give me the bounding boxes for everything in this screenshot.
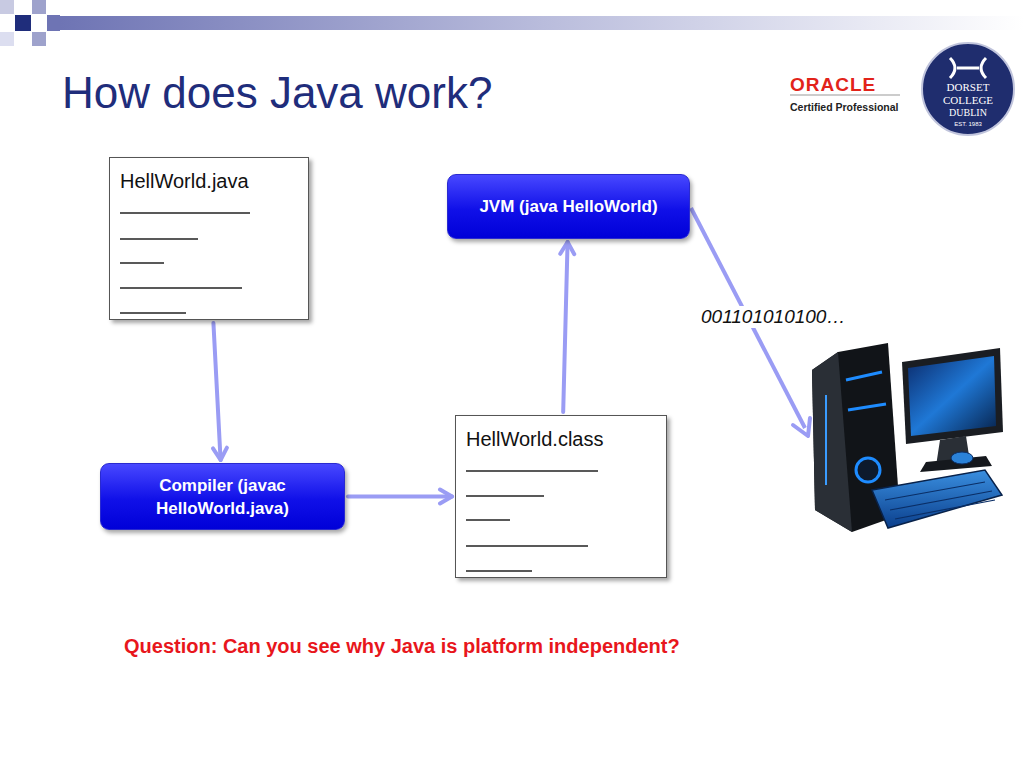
decor-shape: [950, 58, 986, 78]
decor-shape: [0, 32, 14, 46]
process-box: Compiler (javac HelloWorld.java): [100, 463, 345, 530]
decor-shape: [15, 15, 31, 31]
code-line: [120, 238, 198, 239]
college-name: COLLEGE: [928, 94, 1008, 106]
oracle-logo: ORACLE: [790, 74, 876, 96]
decor-shape: [856, 458, 880, 482]
code-line: [466, 545, 588, 546]
code-line: [466, 470, 598, 471]
file-name: HellWorld.class: [456, 416, 666, 451]
decor-shape: [902, 348, 1003, 444]
code-line: [466, 495, 544, 496]
code-line: [120, 287, 242, 288]
decor-shape: [922, 43, 1014, 135]
flow-arrow: [348, 495, 452, 499]
decor-shape: [872, 470, 1002, 528]
college-name: DORSET: [928, 81, 1008, 93]
process-box: JVM (java HelloWorld): [447, 174, 690, 239]
college-founded: EST. 1983: [928, 121, 1008, 127]
decor-shape: [32, 0, 46, 14]
step-label: Compiler (javac HelloWorld.java): [101, 468, 344, 526]
decor-shape: [47, 15, 60, 31]
decor-shape: [885, 482, 995, 519]
certification-text: Certified Professional: [790, 101, 899, 113]
code-line: [120, 262, 164, 263]
decor-shape: [793, 418, 810, 436]
slide-title: How does Java work?: [62, 68, 492, 118]
decor-shape: [32, 32, 46, 46]
college-city: DUBLIN: [928, 107, 1008, 118]
decor-shape: [825, 395, 827, 485]
code-line: [120, 212, 250, 213]
code-line: [466, 570, 532, 571]
step-label: JVM (java HelloWorld): [469, 189, 667, 224]
decor-shape: [60, 16, 1024, 30]
code-line: [466, 519, 510, 520]
file-name: HellWorld.java: [110, 158, 308, 193]
bit-stream: 001101010100…: [698, 306, 848, 328]
decor-shape: [951, 452, 973, 464]
decor-shape: [0, 0, 14, 14]
decor-shape: [846, 372, 886, 410]
code-line: [120, 312, 186, 313]
source-document: HellWorld.java: [109, 157, 309, 320]
decor-shape: [908, 356, 996, 436]
source-document: HellWorld.class: [455, 415, 667, 578]
flow-arrow: [213, 323, 220, 460]
computer-illustration: [812, 343, 1003, 532]
question-note: Question: Can you see why Java is platfo…: [124, 635, 680, 658]
flow-arrow: [563, 242, 567, 412]
